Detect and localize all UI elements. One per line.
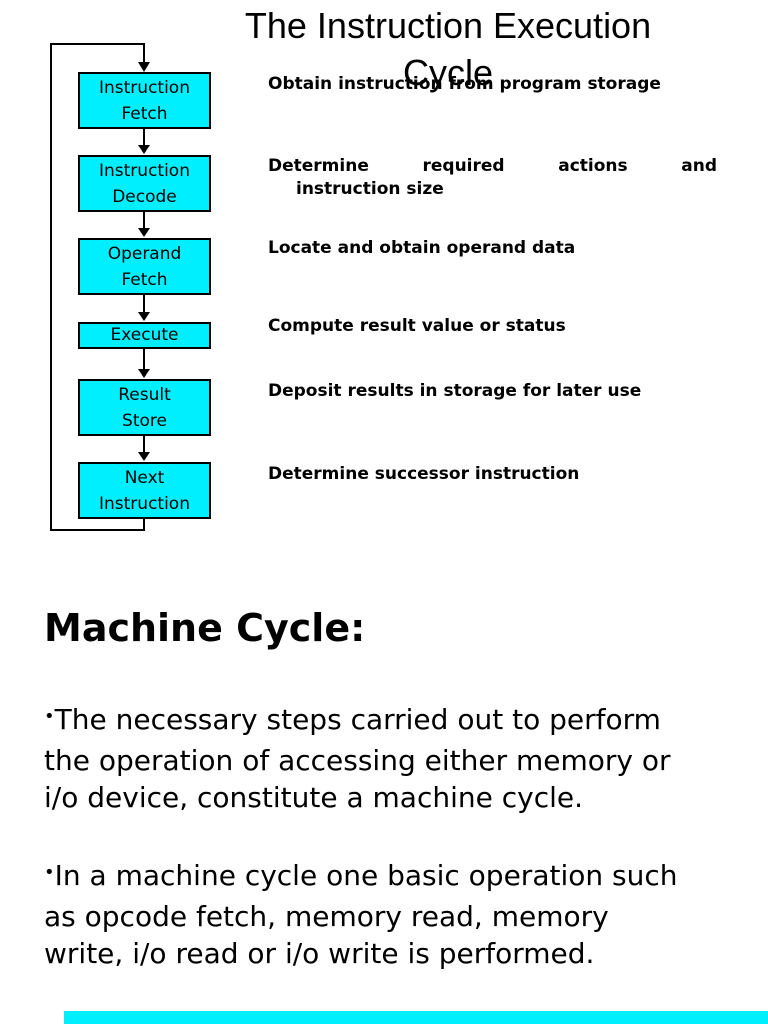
bullet-line: the operation of accessing either memory… bbox=[44, 744, 671, 777]
next-page-strip bbox=[64, 1011, 768, 1024]
page-title: The Instruction Execution Cycle bbox=[138, 2, 758, 96]
step-description-execute: Compute result value or status bbox=[268, 316, 566, 336]
bullet-item: •In a machine cycle one basic operation … bbox=[44, 857, 678, 972]
step-description-operand-fetch: Locate and obtain operand data bbox=[268, 238, 576, 258]
flow-box-label: Instruction bbox=[99, 160, 190, 181]
flow-arrowhead bbox=[138, 145, 150, 154]
flow-box-label: Operand bbox=[107, 243, 182, 264]
bullet-text: The necessary steps carried out to perfo… bbox=[54, 703, 661, 736]
bullet-marker: • bbox=[44, 862, 55, 883]
word: required bbox=[422, 156, 505, 176]
flow-box-instruction-decode: Instruction Decode bbox=[78, 155, 211, 212]
flow-arrowhead bbox=[138, 452, 150, 461]
flow-box-label: Fetch bbox=[121, 269, 168, 290]
flow-box-label: Decode bbox=[112, 186, 177, 207]
bullet-line: •The necessary steps carried out to perf… bbox=[44, 701, 671, 742]
flow-arrowhead bbox=[138, 312, 150, 321]
bullet-line: as opcode fetch, memory read, memory bbox=[44, 900, 609, 933]
flow-box-label: Fetch bbox=[121, 103, 168, 124]
page-title-line1: The Instruction Execution bbox=[244, 5, 652, 46]
flowchart-connectors bbox=[50, 43, 150, 531]
flow-box-result-store: Result Store bbox=[78, 379, 211, 436]
section-heading: Machine Cycle: bbox=[44, 606, 366, 650]
flow-box-label: Execute bbox=[110, 325, 179, 345]
step-description-result-store: Deposit results in storage for later use bbox=[268, 381, 642, 401]
flow-box-operand-fetch: Operand Fetch bbox=[78, 238, 211, 295]
bullet-text: In a machine cycle one basic operation s… bbox=[54, 859, 678, 892]
flow-box-label: Result bbox=[118, 384, 171, 405]
flow-box-instruction-fetch: Instruction Fetch bbox=[78, 72, 211, 129]
step-description-decode: Determine required actions and instructi… bbox=[268, 155, 717, 201]
flow-box-label: Store bbox=[122, 410, 167, 431]
flow-arrowhead bbox=[138, 228, 150, 237]
bullet-line: •In a machine cycle one basic operation … bbox=[44, 857, 678, 898]
flow-arrowhead bbox=[138, 369, 150, 378]
loop-arrowhead bbox=[138, 62, 150, 72]
step-description-decode-line2: instruction size bbox=[296, 179, 444, 199]
word: actions bbox=[558, 156, 628, 176]
flow-box-next-instruction: Next Instruction bbox=[78, 462, 211, 519]
bullet-marker: • bbox=[44, 706, 55, 727]
bullet-line: i/o device, constitute a machine cycle. bbox=[44, 781, 584, 814]
step-description-fetch: Obtain instruction from program storage bbox=[268, 74, 661, 94]
bullet-line: write, i/o read or i/o write is performe… bbox=[44, 937, 595, 970]
flow-box-label: Next bbox=[124, 467, 165, 488]
page-title-line2: Cycle bbox=[402, 52, 494, 93]
bullet-item: •The necessary steps carried out to perf… bbox=[44, 701, 671, 816]
loop-connector bbox=[50, 43, 145, 531]
flow-box-execute: Execute bbox=[78, 322, 211, 349]
step-description-next-instruction: Determine successor instruction bbox=[268, 464, 580, 484]
flow-box-label: Instruction bbox=[99, 493, 190, 514]
word: and bbox=[681, 156, 717, 176]
flow-box-label: Instruction bbox=[99, 77, 190, 98]
word: Determine bbox=[268, 156, 369, 176]
step-description-decode-line1: Determine required actions and bbox=[268, 155, 717, 178]
